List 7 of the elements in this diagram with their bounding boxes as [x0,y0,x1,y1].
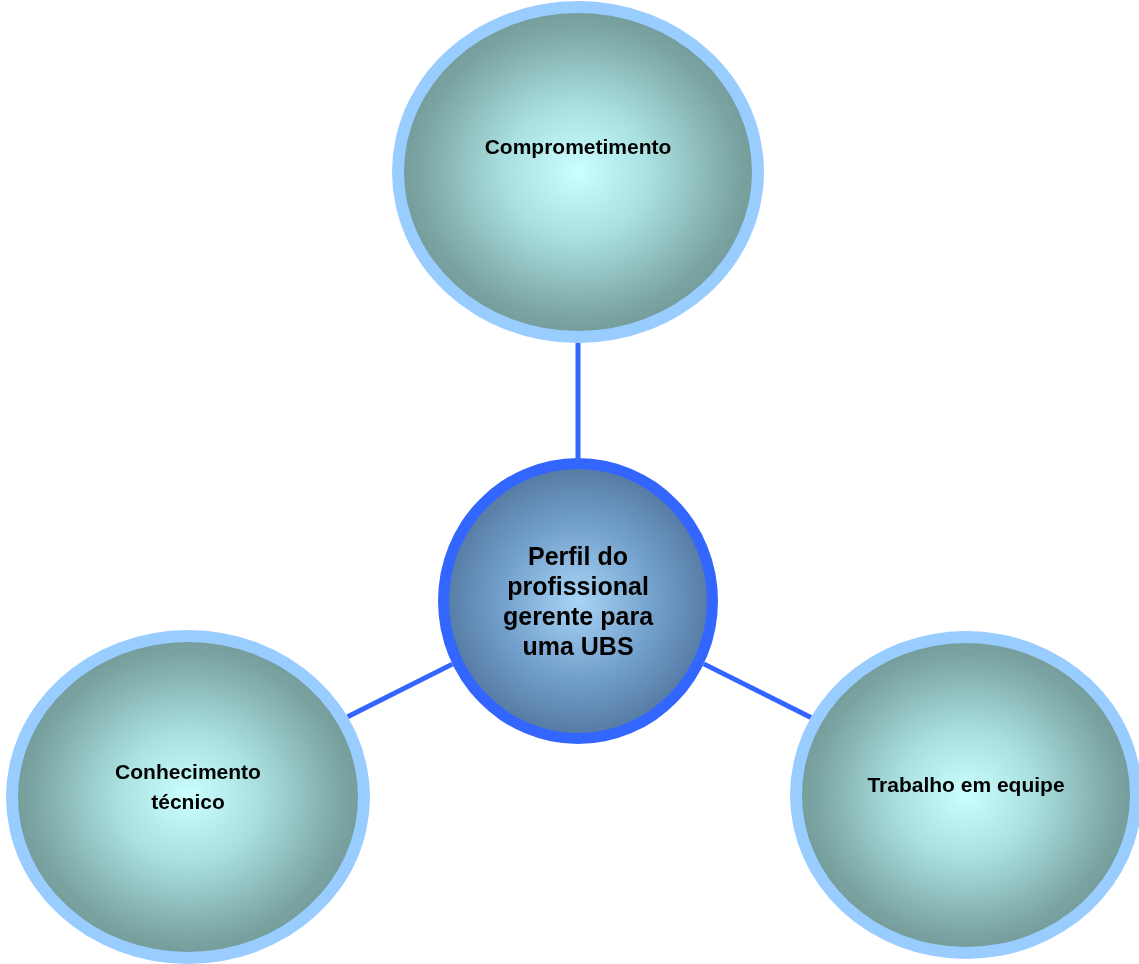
node-label: Conhecimento técnico [114,758,262,815]
node-label: Perfil do profissional gerente para uma UBS [501,541,655,661]
connector-line [702,661,813,720]
node-label: Comprometimento [484,133,672,160]
connector-line [346,661,454,719]
node-label: Trabalho em equipe [867,771,1065,798]
connector-line [575,343,581,458]
